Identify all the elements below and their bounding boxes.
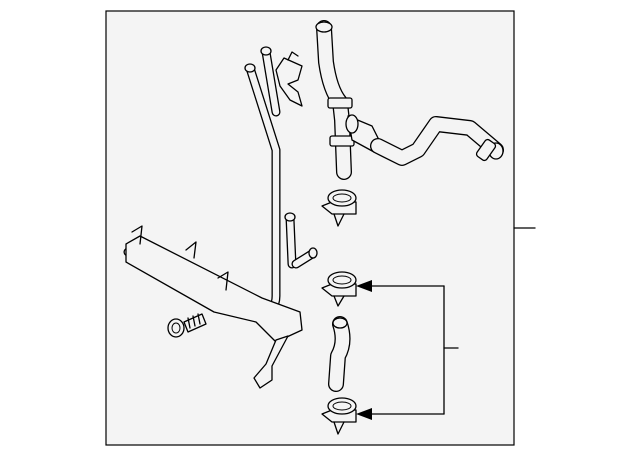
clamp-lower — [321, 397, 357, 435]
lower-hose — [328, 316, 351, 392]
callout-arrow-lower — [356, 408, 372, 420]
upper-hose — [315, 20, 504, 180]
clamp-middle — [321, 271, 357, 307]
tube-assembly — [123, 46, 318, 389]
callout-arrow-upper — [356, 280, 372, 292]
clamp-upper — [321, 189, 357, 227]
clamp-callout — [356, 280, 459, 420]
diagram-frame — [105, 10, 515, 446]
bolt — [167, 313, 207, 338]
